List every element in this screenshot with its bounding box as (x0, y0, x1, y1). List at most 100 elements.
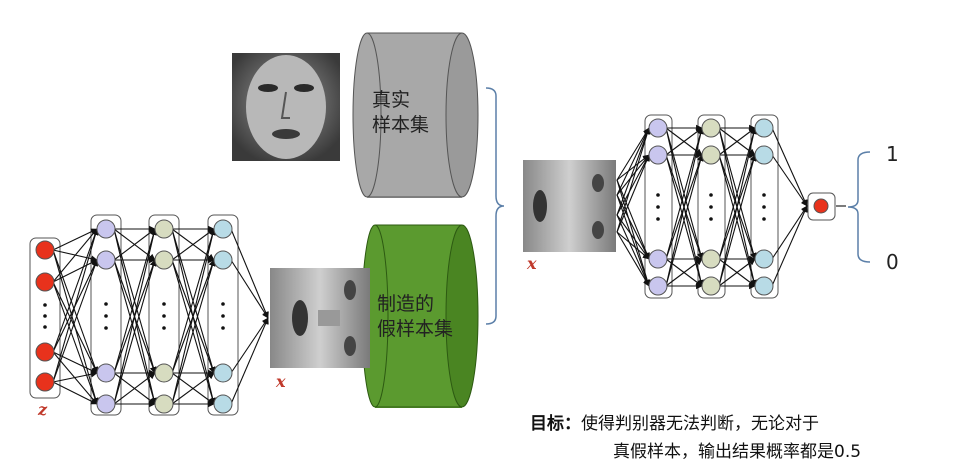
generator-layer-ellipsis-dot (162, 302, 166, 306)
generator-neuron (213, 219, 233, 239)
discriminator-layer-ellipsis-dot (762, 193, 766, 197)
connection-edge (52, 370, 98, 383)
connection-edge (171, 372, 215, 405)
discriminator-neuron (648, 276, 668, 296)
connection-edge (52, 381, 98, 405)
input-node (35, 342, 55, 362)
generator-neuron (213, 394, 233, 414)
x-input-label: x (527, 254, 537, 273)
connection-edge (771, 205, 808, 260)
discriminator-layer-ellipsis-dot (709, 217, 713, 221)
generated-face-image (270, 268, 370, 368)
connection-edge (52, 259, 99, 383)
connection-edge (616, 127, 650, 196)
goal-label: 目标： (530, 414, 581, 434)
input-node (35, 372, 55, 392)
real-label-line1: 真实 (372, 89, 411, 111)
generator-neuron (154, 363, 174, 383)
connection-edge (718, 127, 757, 287)
fake-samples-label: 制造的 假样本集 (377, 292, 453, 342)
connection-edge (52, 281, 98, 374)
input-ellipsis-dot (43, 303, 47, 307)
discriminator-neuron (754, 276, 774, 296)
connection-edge (230, 228, 269, 319)
generator-layer-ellipsis-dot (104, 314, 108, 318)
connection-edge (52, 249, 99, 374)
generator-layer-ellipsis-dot (221, 326, 225, 330)
generator-neuron (213, 250, 233, 270)
discriminator-layer-ellipsis-dot (762, 217, 766, 221)
goal-caption: 目标：使得判别器无法判断，无论对于 真假样本，输出结果概率都是0.5 (530, 410, 950, 466)
connection-edge (616, 127, 650, 181)
connection-edge (171, 228, 215, 261)
x-generated-label: x (276, 372, 286, 391)
connection-edge (665, 154, 704, 287)
connection-edge (665, 258, 703, 287)
fake-label-line2: 假样本集 (377, 318, 454, 340)
discriminator-neuron (754, 118, 774, 138)
connection-edge (113, 259, 157, 405)
discriminator-neuron (754, 249, 774, 269)
discriminator-neuron (701, 145, 721, 165)
connection-edge (718, 127, 757, 260)
generator-neuron (213, 363, 233, 383)
connection-edge (616, 214, 650, 287)
connection-edge (616, 179, 650, 260)
generator-layer-ellipsis-dot (162, 326, 166, 330)
generator-neuron (96, 219, 116, 239)
connection-edge (616, 127, 651, 233)
discriminator-neuron (701, 276, 721, 296)
connection-edge (771, 127, 808, 207)
goal-line1: 使得判别器无法判断，无论对于 (581, 414, 819, 434)
merge-bracket (485, 87, 505, 325)
connection-edge (616, 127, 651, 216)
connection-edge (718, 127, 756, 156)
discriminator-neuron (648, 118, 668, 138)
connection-edge (52, 228, 99, 383)
discriminator-layer-ellipsis-dot (709, 205, 713, 209)
discriminator-input-image (523, 160, 616, 252)
real-samples-cylinder (352, 32, 479, 198)
real-face-image (232, 53, 340, 161)
discriminator-layer-ellipsis-dot (762, 205, 766, 209)
discriminator-neuron (754, 145, 774, 165)
connection-edge (113, 372, 156, 405)
connection-edge (616, 231, 650, 260)
discriminator-neuron (648, 249, 668, 269)
connection-edge (771, 154, 808, 207)
connection-edge (113, 228, 157, 374)
connection-edge (718, 154, 757, 287)
connection-edge (230, 317, 269, 374)
generator-neuron (154, 250, 174, 270)
generator-neuron (96, 363, 116, 383)
generator-layer-ellipsis-dot (221, 302, 225, 306)
connection-edge (113, 228, 156, 261)
connection-edge (171, 228, 216, 405)
connection-edge (52, 228, 98, 251)
connection-edge (52, 259, 98, 283)
output-label-one: 1 (886, 142, 899, 166)
discriminator-neuron (701, 249, 721, 269)
discriminator-layer-ellipsis-dot (709, 193, 713, 197)
connection-edge (52, 228, 98, 283)
real-label-line2: 样本集 (372, 114, 430, 136)
connection-edge (52, 228, 99, 353)
input-node (35, 240, 55, 260)
connection-edge (665, 127, 704, 260)
generator-neuron (154, 219, 174, 239)
connection-edge (171, 259, 216, 405)
real-samples-label: 真实 样本集 (372, 88, 429, 138)
connection-edge (171, 228, 216, 374)
connection-edge (616, 194, 651, 287)
connection-edge (771, 205, 808, 287)
discriminator-neuron (701, 118, 721, 138)
connection-edge (665, 127, 704, 287)
connection-edge (616, 154, 650, 233)
fake-label-line1: 制造的 (377, 293, 435, 315)
goal-line2: 真假样本，输出结果概率都是0.5 (613, 442, 862, 462)
input-ellipsis-dot (43, 325, 47, 329)
connection-edge (616, 179, 651, 287)
input-ellipsis-dot (43, 314, 47, 318)
generator-layer-ellipsis-dot (104, 302, 108, 306)
